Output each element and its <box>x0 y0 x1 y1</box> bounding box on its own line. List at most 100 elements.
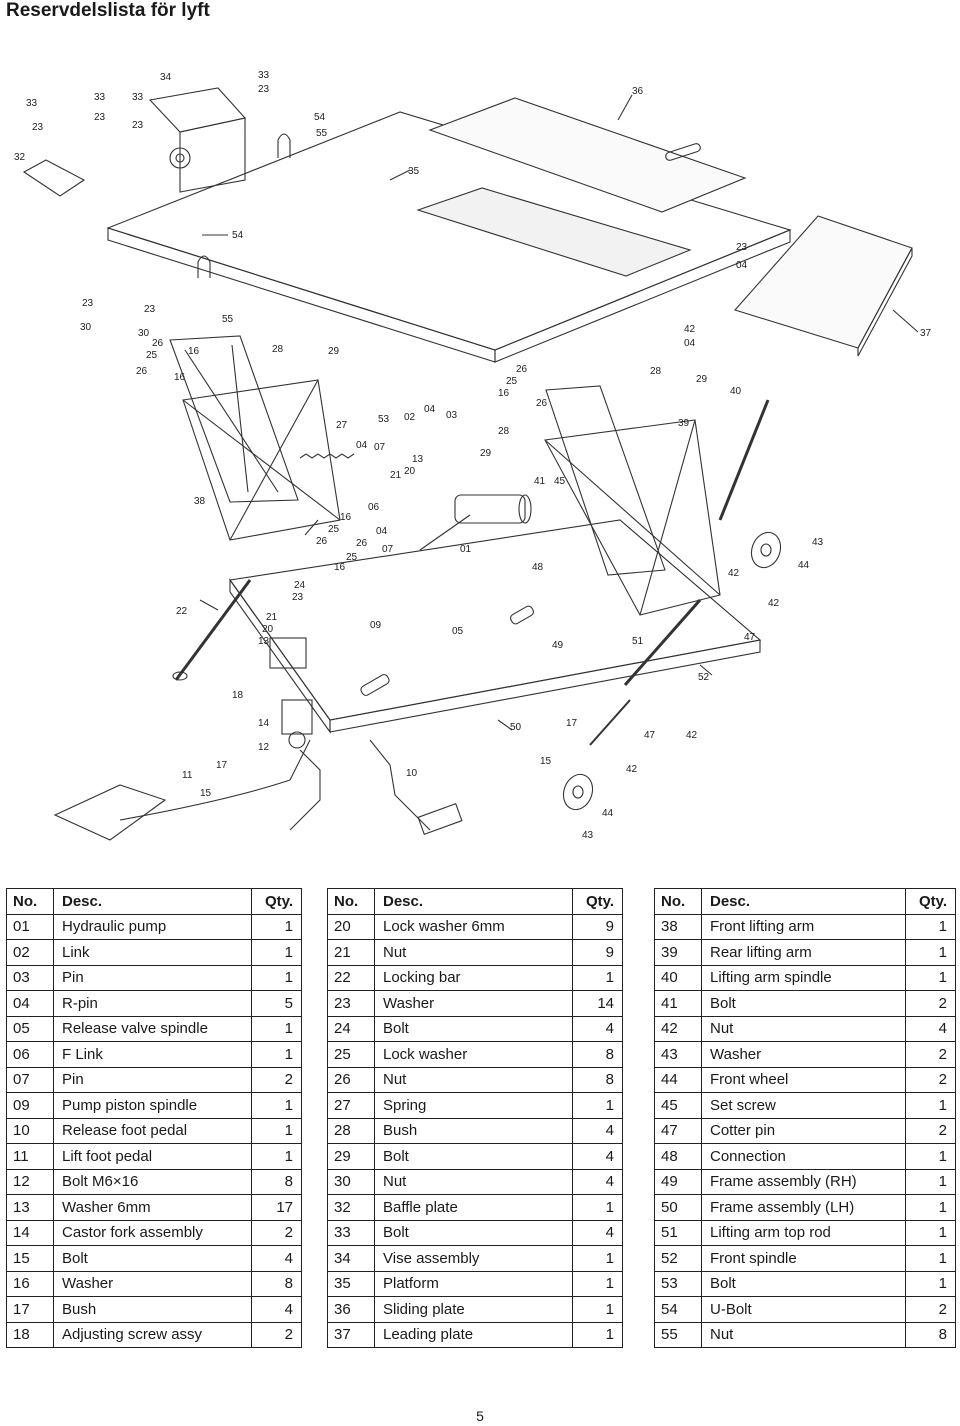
part-description-cell: Cotter pin <box>701 1117 906 1144</box>
diagram-label: 17 <box>566 718 578 729</box>
diagram-label: 29 <box>696 374 708 385</box>
part-description-cell: Bolt <box>374 1015 573 1042</box>
part-quantity-cell: 1 <box>905 913 956 940</box>
diagram-label: 09 <box>370 620 382 631</box>
diagram-label: 25 <box>146 350 158 361</box>
table-header-row: No. Desc. Qty. <box>654 888 956 915</box>
part-number-cell: 51 <box>654 1219 702 1246</box>
diagram-label: 01 <box>460 544 472 555</box>
diagram-label: 03 <box>446 410 458 421</box>
part-description-cell: Connection <box>701 1143 906 1170</box>
diagram-label: 04 <box>424 404 436 415</box>
part-description-cell: Frame assembly (LH) <box>701 1194 906 1221</box>
part-quantity-cell: 1 <box>905 1219 956 1246</box>
part-description-cell: Washer <box>701 1041 906 1068</box>
part-quantity-cell: 8 <box>905 1321 956 1348</box>
part-number-cell: 07 <box>6 1066 54 1093</box>
part-number-cell: 45 <box>654 1092 702 1119</box>
part-quantity-cell: 2 <box>905 1117 956 1144</box>
diagram-label: 04 <box>684 338 696 349</box>
part-description-cell: U-Bolt <box>701 1296 906 1323</box>
part-number-cell: 44 <box>654 1066 702 1093</box>
diagram-label: 42 <box>626 764 638 775</box>
column-header-qty: Qty. <box>905 888 956 915</box>
diagram-label: 05 <box>452 626 464 637</box>
diagram-label: 33 <box>132 92 144 103</box>
part-quantity-cell: 1 <box>251 1041 302 1068</box>
part-number-cell: 14 <box>6 1219 54 1246</box>
part-quantity-cell: 2 <box>905 1066 956 1093</box>
part-quantity-cell: 1 <box>572 1321 623 1348</box>
part-number-cell: 38 <box>654 913 702 940</box>
diagram-label: 43 <box>582 830 594 841</box>
column-header-no: No. <box>327 888 375 915</box>
part-number-cell: 40 <box>654 964 702 991</box>
part-description-cell: Locking bar <box>374 964 573 991</box>
diagram-label: 42 <box>684 324 696 335</box>
column-header-no: No. <box>6 888 54 915</box>
part-description-cell: Bush <box>374 1117 573 1144</box>
part-quantity-cell: 1 <box>251 913 302 940</box>
diagram-label: 23 <box>32 122 44 133</box>
part-number-cell: 17 <box>6 1296 54 1323</box>
part-quantity-cell: 4 <box>572 1143 623 1170</box>
diagram-label: 38 <box>194 496 206 507</box>
part-number-cell: 11 <box>6 1143 54 1170</box>
part-quantity-cell: 1 <box>251 1143 302 1170</box>
page-title: Reservdelslista för lyft <box>6 0 210 21</box>
diagram-label: 33 <box>94 92 106 103</box>
part-number-cell: 05 <box>6 1015 54 1042</box>
part-quantity-cell: 1 <box>905 1245 956 1272</box>
part-description-cell: Front spindle <box>701 1245 906 1272</box>
diagram-label: 22 <box>176 606 188 617</box>
page-number: 5 <box>476 1408 484 1424</box>
part-description-cell: Release foot pedal <box>53 1117 252 1144</box>
part-quantity-cell: 1 <box>572 1270 623 1297</box>
part-number-cell: 47 <box>654 1117 702 1144</box>
diagram-label: 25 <box>346 552 358 563</box>
diagram-label: 30 <box>80 322 92 333</box>
part-quantity-cell: 4 <box>572 1015 623 1042</box>
part-quantity-cell: 8 <box>251 1270 302 1297</box>
part-quantity-cell: 4 <box>251 1296 302 1323</box>
part-quantity-cell: 1 <box>905 1270 956 1297</box>
part-description-cell: Bush <box>53 1296 252 1323</box>
part-quantity-cell: 1 <box>251 1117 302 1144</box>
diagram-label: 52 <box>698 672 710 683</box>
diagram-label: 23 <box>82 298 94 309</box>
part-quantity-cell: 4 <box>905 1015 956 1042</box>
diagram-label: 16 <box>340 512 352 523</box>
part-description-cell: Bolt M6×16 <box>53 1168 252 1195</box>
part-description-cell: Nut <box>701 1321 906 1348</box>
part-number-cell: 30 <box>327 1168 375 1195</box>
part-number-cell: 23 <box>327 990 375 1017</box>
diagram-label: 42 <box>768 598 780 609</box>
part-description-cell: Nut <box>374 1168 573 1195</box>
part-description-cell: F Link <box>53 1041 252 1068</box>
part-quantity-cell: 8 <box>572 1066 623 1093</box>
diagram-label: 26 <box>536 398 548 409</box>
diagram-label: 04 <box>376 526 388 537</box>
diagram-label: 37 <box>920 328 932 339</box>
diagram-label: 47 <box>744 632 756 643</box>
